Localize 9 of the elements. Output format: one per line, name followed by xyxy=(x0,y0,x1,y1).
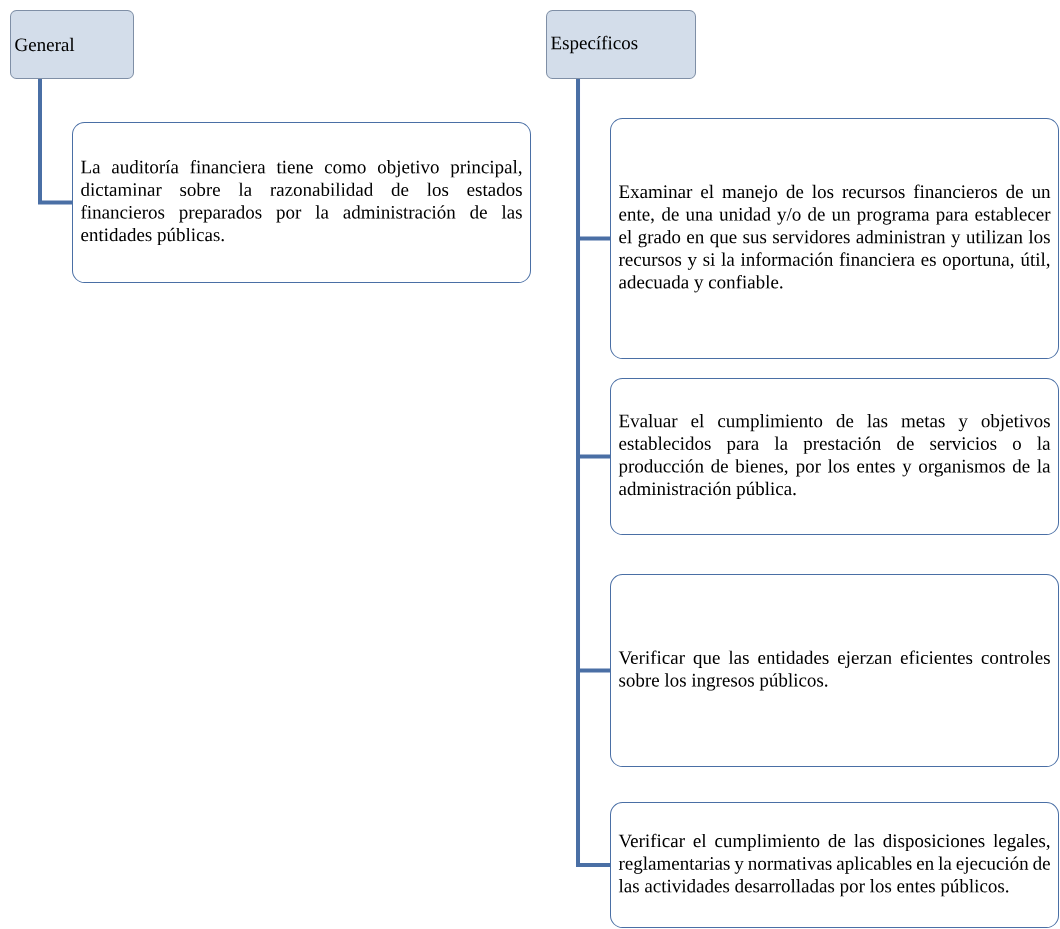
text-box: La auditoría financiera tiene como objetivo principal, dictaminar sobre la razonabilidad de los estados financieros preparados por la administración de las entidades públicas. xyxy=(72,122,531,283)
header-box: General xyxy=(10,10,134,79)
text-box: Verificar que las entidades ejerzan eficientes controles sobre los ingresos públicos. xyxy=(610,574,1059,767)
connector-line xyxy=(576,79,610,867)
header-box: Específicos xyxy=(546,10,696,79)
text-box: Examinar el manejo de los recursos financieros de un ente, de una unidad y/o de un programa para establecer el grado en que sus servidores administran y utilizan los recursos y si la información financiera es oportuna, útil, adecuada y confiable. xyxy=(610,118,1059,359)
text-box: Evaluar el cumplimiento de las metas y objetivos establecidos para la prestación de servicios o la producción de bienes, por los entes y organismos de la administración pública. xyxy=(610,378,1059,535)
text-box: Verificar el cumplimiento de las disposiciones legales, reglamentarias y normativas aplicables en la ejecución de las actividades desarrolladas por los entes públicos. xyxy=(610,802,1059,928)
connector-line xyxy=(38,79,72,205)
